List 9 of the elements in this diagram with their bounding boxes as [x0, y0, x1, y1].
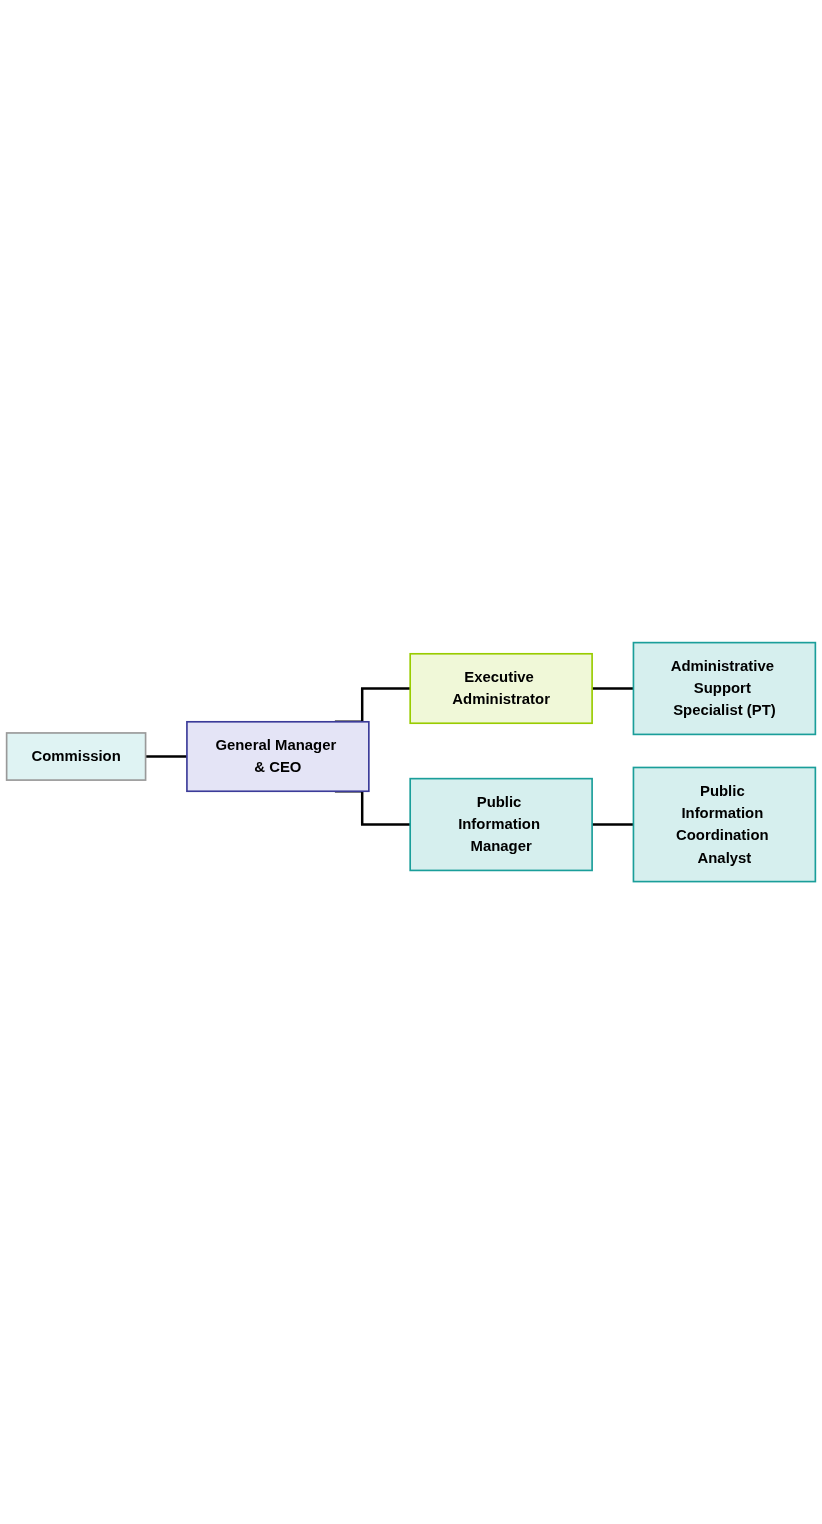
connector: [592, 687, 634, 690]
node-box: Administrative Support Specialist (PT): [632, 641, 817, 736]
node-box: Executive Administrator: [409, 652, 593, 724]
connector: [145, 755, 187, 758]
node-box: General Manager & CEO: [186, 720, 370, 792]
node-box: Commission: [5, 732, 147, 781]
connector: [592, 823, 634, 826]
node-box: Public Information Manager: [409, 777, 593, 872]
node-box: Public Information Coordination Analyst: [632, 766, 817, 883]
